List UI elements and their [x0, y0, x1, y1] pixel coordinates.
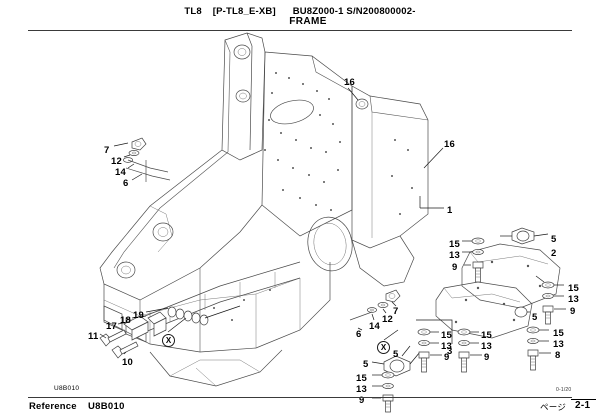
fastener-stack-m1 [457, 328, 482, 373]
callout-16-right: 16 [444, 139, 455, 150]
callout-12-left: 12 [111, 156, 122, 167]
callout-15-m2: 15 [441, 330, 452, 341]
cover-plate-lower-right [435, 281, 533, 339]
callout-5-bottom-a: 5 [393, 349, 399, 360]
footer-revision: 0-1/20 [556, 387, 572, 393]
callout-6-left: 6 [123, 178, 129, 189]
fastener-group-center [349, 289, 401, 331]
callout-10: 10 [122, 357, 133, 368]
callout-5-right-lower: 5 [532, 312, 538, 323]
callout-7-center: 7 [393, 306, 399, 317]
x-marker-right: X [377, 341, 390, 354]
header-bracket: [P-TL8_E-XB] [212, 6, 276, 17]
fastener-group-left [113, 137, 171, 182]
callout-16-upper: 16 [344, 77, 355, 88]
callout-15-r1: 15 [449, 239, 460, 250]
callout-7-left: 7 [104, 145, 110, 156]
callout-6-center: 6 [356, 329, 362, 340]
header-divider [28, 30, 572, 31]
callout-2: 2 [551, 248, 557, 259]
header-model: TL8 [184, 6, 202, 17]
callout-14-center: 14 [369, 321, 380, 332]
x-marker-left: X [162, 334, 175, 347]
cover-plate-upper-right [461, 227, 561, 309]
fastener-group-lower-left [99, 305, 241, 359]
callout-19: 19 [133, 310, 144, 321]
callout-18: 18 [120, 315, 131, 326]
callout-1: 1 [447, 205, 453, 216]
callout-17: 17 [106, 321, 117, 332]
callout-13-m2: 13 [441, 341, 452, 352]
fastener-stack-r3 [526, 326, 551, 371]
footer-page-rule [571, 399, 596, 400]
footer-reference-code: U8B010 [88, 401, 125, 412]
callout-15-r3: 15 [553, 328, 564, 339]
callout-9-r2: 9 [570, 306, 576, 317]
main-frame-weldment [99, 32, 353, 387]
callout-9-m2: 9 [444, 352, 450, 363]
callout-15-r2: 15 [568, 283, 579, 294]
header-subtitle: FRAME [289, 16, 327, 27]
callout-15-bottom: 15 [356, 373, 367, 384]
callout-5-bottom-b: 5 [363, 359, 369, 370]
footer-page-number: 2-1 [575, 400, 591, 411]
callout-9-r1: 9 [452, 262, 458, 273]
footer-reference-small: U8B010 [54, 385, 80, 392]
grommet-bottom-center [371, 351, 421, 377]
callout-15-m1: 15 [481, 330, 492, 341]
header-title-line: TL8 [P-TL8_E-XB] BU8Z000-1 S/N200800002- [0, 6, 600, 17]
callout-13-r1: 13 [449, 250, 460, 261]
footer-page-label: ページ [540, 402, 567, 412]
counterweight-cover [351, 85, 429, 287]
fastener-stack-m2 [416, 319, 453, 373]
footer-reference-label: Reference [29, 401, 77, 412]
callout-3: 3 [447, 346, 453, 357]
fastener-stack-r1 [462, 237, 485, 283]
fastener-stack-r2 [535, 275, 566, 325]
callout-13-m1: 13 [481, 341, 492, 352]
header-serial: BU8Z000-1 S/N200800002- [292, 6, 416, 17]
callout-9-bottom: 9 [359, 395, 365, 406]
callout-11: 11 [88, 331, 99, 342]
callout-5-right-upper: 5 [551, 234, 557, 245]
callout-14-left: 14 [115, 167, 126, 178]
callout-12-center: 12 [382, 314, 393, 325]
fastener-stack-bottom [372, 371, 395, 413]
callout-13-r3: 13 [553, 339, 564, 350]
footer-divider [28, 397, 572, 398]
callout-13-r2: 13 [568, 294, 579, 305]
callout-8: 8 [555, 350, 561, 361]
callout-9-m1: 9 [484, 352, 490, 363]
callout-13-bottom: 13 [356, 384, 367, 395]
